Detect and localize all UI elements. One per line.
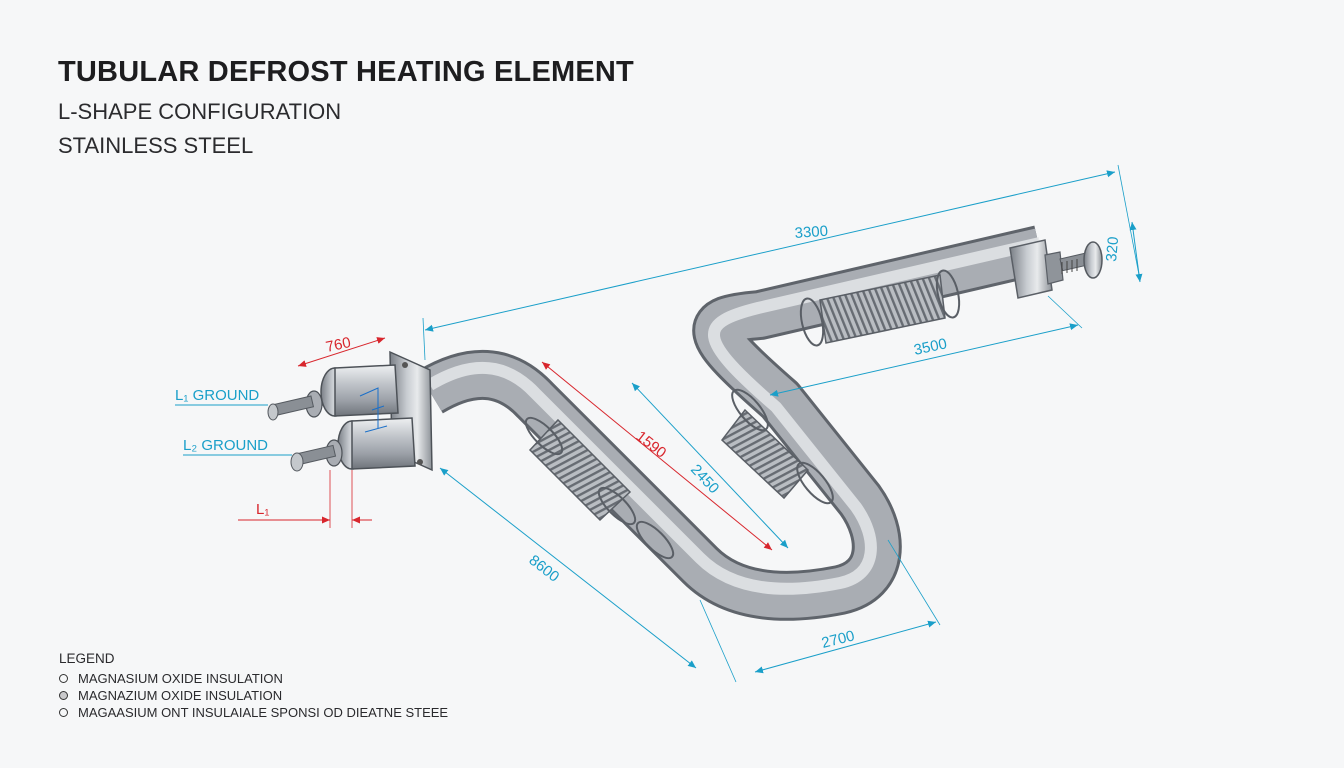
dimension-terminal-offset: L₁ bbox=[238, 470, 372, 528]
dim-label-diagonal-inner: 1590 bbox=[633, 428, 670, 462]
dim-label-bottom-leg: 2700 bbox=[820, 627, 856, 652]
heating-tube bbox=[417, 225, 1046, 621]
terminal-housing-lower bbox=[290, 417, 416, 472]
empty-circle-icon bbox=[59, 708, 68, 717]
dim-label-diagonal-outer: 2450 bbox=[687, 461, 722, 497]
legend-item: MAGNAZIUM OXIDE INSULATION bbox=[59, 687, 448, 704]
dimension-upper-leg: 3500 bbox=[769, 295, 1083, 397]
empty-circle-icon bbox=[59, 674, 68, 683]
dim-label-height-right: 320 bbox=[1103, 236, 1122, 262]
right-terminal bbox=[1009, 239, 1103, 299]
legend-title: LEGEND bbox=[59, 651, 115, 666]
terminal-l2-ground-label: L₂ GROUND bbox=[183, 437, 268, 454]
dim-label-upper-leg: 3500 bbox=[912, 335, 948, 359]
title-block: TUBULAR DEFROST HEATING ELEMENT L-SHAPE … bbox=[58, 56, 634, 159]
terminal-label-l2: L₂ GROUND bbox=[183, 437, 292, 456]
legend-item: MAGNASIUM OXIDE INSULATION bbox=[59, 670, 448, 687]
dimension-overall-top: 3300 bbox=[422, 170, 1116, 361]
wiring-sketch bbox=[359, 387, 388, 433]
dimension-bottom-leg: 2700 bbox=[754, 539, 941, 674]
dim-label-terminal-offset: L₁ bbox=[256, 501, 269, 518]
dim-label-overall-top: 3300 bbox=[794, 223, 828, 242]
page-title: TUBULAR DEFROST HEATING ELEMENT bbox=[58, 56, 634, 88]
material-label: STAINLESS STEEL bbox=[58, 133, 254, 158]
filled-circle-icon bbox=[59, 691, 68, 700]
dim-label-flange-width: 760 bbox=[324, 334, 352, 356]
legend-item-label: MAGNASIUM OXIDE INSULATION bbox=[78, 671, 283, 686]
terminal-l1-ground-label: L₁ GROUND bbox=[175, 387, 259, 404]
terminal-housing-upper bbox=[267, 364, 399, 421]
subtitle: L-SHAPE CONFIGURATION bbox=[58, 99, 342, 124]
legend-item-label: MAGAASIUM ONT INSULAIALE SPONSI OD DIEAT… bbox=[78, 705, 449, 720]
dimension-height-right: 320 bbox=[1103, 164, 1143, 283]
dim-label-lower-length: 8600 bbox=[526, 552, 563, 586]
terminal-label-l1: L₁ GROUND bbox=[175, 387, 268, 406]
dimension-flange-width: 760 bbox=[297, 334, 386, 367]
legend: LEGEND MAGNASIUM OXIDE INSULATION MAGNAZ… bbox=[59, 651, 448, 721]
legend-item-label: MAGNAZIUM OXIDE INSULATION bbox=[78, 688, 283, 703]
legend-item: MAGAASIUM ONT INSULAIALE SPONSI OD DIEAT… bbox=[59, 704, 448, 721]
